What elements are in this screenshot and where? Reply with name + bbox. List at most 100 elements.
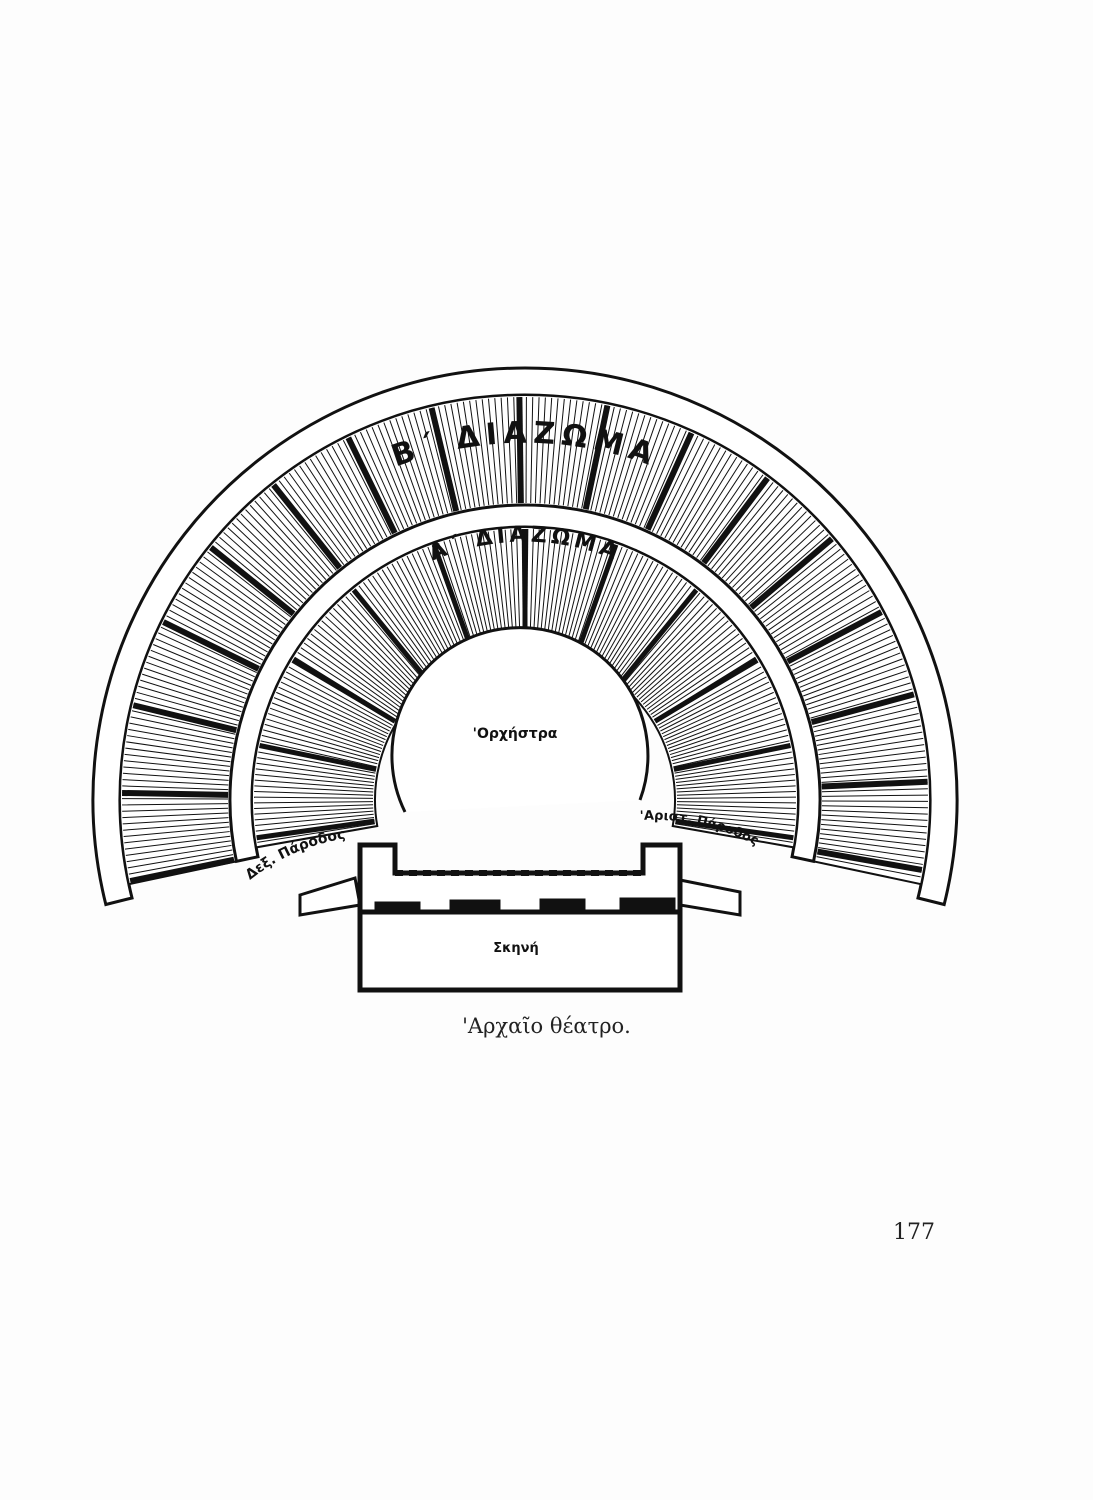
seat-row-line [261,734,378,765]
seat-row-line [263,729,379,762]
staircase-aisle [701,476,770,565]
seat-row-line [349,592,428,685]
seat-row-line [672,734,789,765]
seat-row-line [138,685,241,717]
seat-row-line [819,837,925,853]
seat-row-line [444,404,467,510]
seat-row-line [153,644,252,686]
seat-row-line [680,456,738,548]
seat-row-line [629,604,713,691]
seat-row-line [188,577,278,637]
seat-row-line [707,482,774,567]
seat-row-line [612,578,683,677]
seat-row-line [666,702,779,746]
seat-row-line [122,803,229,806]
staircase-aisle [673,743,791,772]
seat-row-line [569,541,607,656]
staircase-aisle [271,483,343,570]
seat-row-line [264,723,380,759]
seat-row-line [303,642,402,713]
seat-row-line [640,624,733,703]
staircase-aisle [675,818,794,841]
staircase-aisle [209,545,296,617]
seat-row-line [665,697,777,744]
seat-row-line [601,566,664,670]
seat-row-line [584,551,634,661]
seat-row-line [741,524,821,598]
seat-row-line [341,600,423,689]
seat-row-line [263,492,334,574]
seat-row-line [809,682,911,715]
seat-row-line [337,442,388,538]
seat-row-line [185,582,276,641]
seat-row-line [676,790,796,796]
seat-row-line [199,561,286,625]
seat-row-line [643,430,687,529]
seat-row-line [321,620,412,700]
seat-row-line [676,773,795,787]
seat-row-line [581,548,628,660]
seat-row-line [294,469,356,557]
seat-row-line [395,418,431,519]
seat-row-line [407,414,440,516]
seat-row-line [254,785,374,793]
staircase-aisle [256,818,375,841]
seat-row-line [789,617,885,667]
seat-row-line [820,823,927,834]
seat-row-line [207,551,292,618]
seat-row-line [650,647,750,715]
seat-row-line [554,534,580,652]
seat-row-line [676,796,796,799]
seat-row-line [539,397,546,504]
seat-row-line [122,817,229,825]
seat-row-line [634,612,721,696]
seat-row-line [625,596,705,687]
seat-row-line [819,744,925,760]
cavea-seating [91,366,959,907]
seat-row-line [791,623,888,671]
seat-row-line [166,615,262,665]
seat-row-line [254,804,374,810]
seat-row-line [634,425,676,525]
seat-row-line [667,707,781,749]
seat-row-line [617,585,692,681]
staircase-aisle [816,848,923,873]
seat-row-line [813,706,918,733]
seat-row-line [122,812,229,819]
seat-row-line [333,608,418,693]
seat-row-line [288,666,393,726]
seat-row-line [481,399,494,505]
seat-row-line [553,398,565,505]
seat-row-line [610,575,678,675]
seat-row-line [134,697,238,726]
seat-row-line [300,647,400,715]
seat-row-line [125,840,231,856]
seat-row-line [673,740,790,768]
seat-row-line [778,590,870,647]
seat-row-line [155,638,254,682]
seat-row-line [676,807,796,815]
seat-row-line [280,681,389,735]
seat-row-line [254,500,327,580]
seat-row-line [671,729,787,762]
seat-row-line [124,831,230,844]
seat-row-line [661,681,770,735]
seat-row-line [123,760,230,772]
seat-row-line [793,629,891,675]
seat-row-line [124,835,231,850]
seat-row-line [627,600,709,689]
seat-row-line [675,757,793,777]
seat-row-line [273,697,385,744]
seat-row-line [317,624,410,703]
seat-row-line [652,651,753,718]
seat-row-line [776,584,867,643]
seat-row-line [122,772,229,781]
seat-row-line [579,546,623,659]
seat-row-line [169,609,264,661]
seat-row-line [140,679,242,713]
seat-row-line [314,629,408,705]
seat-row-line [386,566,449,670]
skene-label: Σκηνή [493,941,538,956]
seat-row-line [630,423,670,523]
